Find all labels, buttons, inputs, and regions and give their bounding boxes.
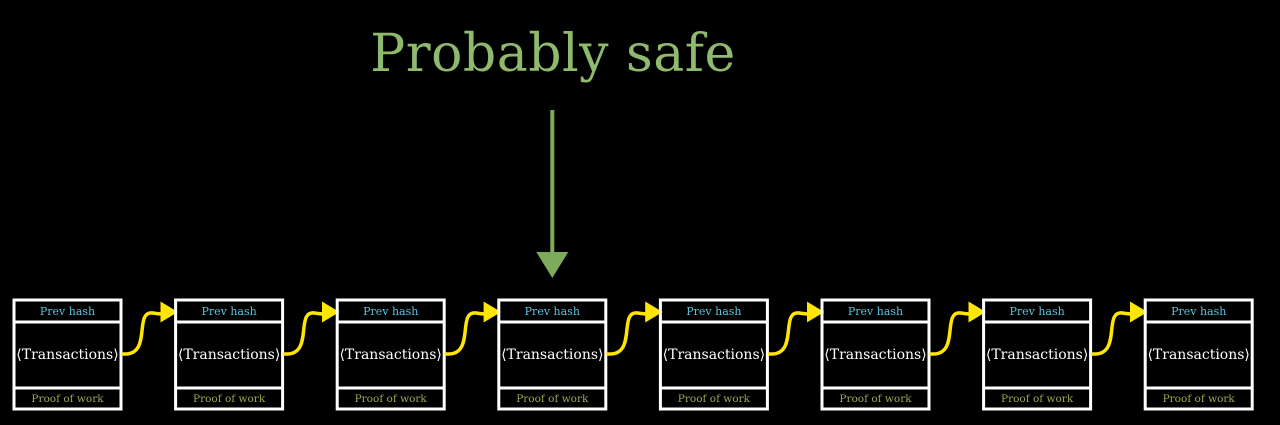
- proof-of-work-label: Proof of work: [1163, 393, 1236, 405]
- block-2: Prev hash ⟨Transactions⟩ Proof of work: [174, 298, 285, 411]
- link-arrow-5: [767, 301, 825, 356]
- prev-hash-label: Prev hash: [525, 305, 580, 318]
- link-arrow-6: [929, 301, 986, 356]
- transactions-label: ⟨Transactions⟩: [16, 347, 118, 363]
- block-outline: [174, 298, 285, 411]
- proof-of-work-label: Proof of work: [31, 393, 104, 405]
- block-1: Prev hash ⟨Transactions⟩ Proof of work: [12, 298, 123, 411]
- transactions-label: ⟨Transactions⟩: [501, 347, 603, 363]
- block-6: Prev hash ⟨Transactions⟩ Proof of work: [820, 298, 931, 411]
- link-arrow-7: [1090, 301, 1148, 356]
- block-4: Prev hash ⟨Transactions⟩ Proof of work: [497, 298, 608, 411]
- block-7: Prev hash ⟨Transactions⟩ Proof of work: [982, 298, 1093, 411]
- proof-of-work-label: Proof of work: [1001, 393, 1074, 405]
- block-outline: [497, 298, 608, 411]
- transactions-label: ⟨Transactions⟩: [1147, 347, 1249, 363]
- link-arrow-3: [444, 301, 502, 356]
- link-arrow-2: [282, 301, 340, 356]
- block-8: Prev hash ⟨Transactions⟩ Proof of work: [1143, 298, 1254, 411]
- block-5: Prev hash ⟨Transactions⟩ Proof of work: [658, 298, 769, 411]
- transactions-label: ⟨Transactions⟩: [663, 347, 765, 363]
- block-outline: [1143, 298, 1254, 411]
- block-outline: [658, 298, 769, 411]
- link-arrow-1: [121, 301, 178, 356]
- proof-of-work-label: Proof of work: [516, 393, 589, 405]
- prev-hash-label: Prev hash: [1009, 305, 1064, 318]
- prev-hash-label: Prev hash: [201, 305, 256, 318]
- pointer-arrow-head: [536, 252, 569, 278]
- transactions-label: ⟨Transactions⟩: [824, 347, 926, 363]
- link-arrow-4: [606, 301, 663, 356]
- prev-hash-label: Prev hash: [848, 305, 903, 318]
- probably-safe-title: Probably safe: [370, 24, 736, 84]
- prev-hash-label: Prev hash: [363, 305, 418, 318]
- block-outline: [820, 298, 931, 411]
- proof-of-work-label: Proof of work: [839, 393, 912, 405]
- proof-of-work-label: Proof of work: [355, 393, 428, 405]
- proof-of-work-label: Proof of work: [193, 393, 266, 405]
- block-outline: [12, 298, 123, 411]
- proof-of-work-label: Proof of work: [678, 393, 751, 405]
- block-3: Prev hash ⟨Transactions⟩ Proof of work: [335, 298, 446, 411]
- transactions-label: ⟨Transactions⟩: [986, 347, 1088, 363]
- transactions-label: ⟨Transactions⟩: [339, 347, 441, 363]
- prev-hash-label: Prev hash: [1171, 305, 1226, 318]
- transactions-label: ⟨Transactions⟩: [178, 347, 280, 363]
- block-outline: [335, 298, 446, 411]
- block-outline: [982, 298, 1093, 411]
- prev-hash-label: Prev hash: [40, 305, 95, 318]
- prev-hash-label: Prev hash: [686, 305, 741, 318]
